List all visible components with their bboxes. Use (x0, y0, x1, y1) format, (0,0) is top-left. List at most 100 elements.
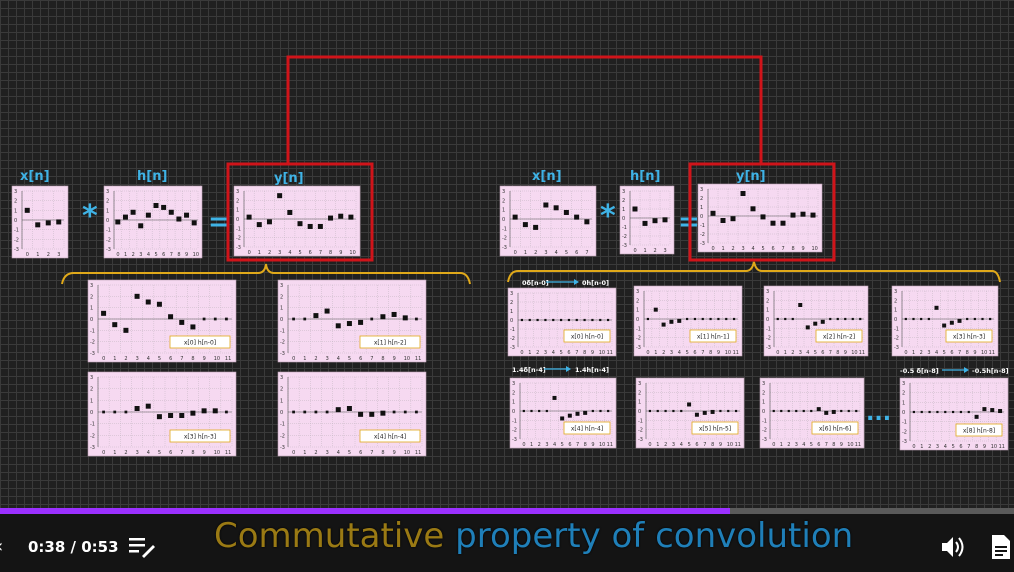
right-part-5-ytick: 3 (638, 381, 641, 387)
left-part-2-point (113, 410, 117, 414)
left-y-highlight (226, 162, 374, 262)
left-y-plot-xtick: 4 (288, 250, 291, 256)
left-part-0-xtick: 8 (191, 356, 194, 362)
right-part-1-xtick: 6 (693, 350, 696, 356)
left-part-1-xtick: 10 (404, 356, 410, 362)
left-part-2-ytick: -3 (90, 445, 95, 451)
left-y-plot-point (246, 214, 252, 220)
right-part-1-xtick: 3 (670, 350, 673, 356)
left-h-plot-point (145, 212, 151, 218)
right-part-1-point (693, 317, 697, 321)
right-part-7-point (944, 410, 947, 414)
left-part-0-xtick: 3 (136, 356, 139, 362)
left-part-2-point (156, 414, 162, 420)
red-connector (286, 55, 763, 163)
left-part-3-point (392, 410, 396, 414)
right-part-0-xtick: 7 (575, 350, 578, 356)
right-y-plot-point (760, 214, 766, 220)
right-part-6-xtick: 0 (772, 442, 775, 448)
right-part-5-ytick: 2 (638, 390, 641, 396)
left-part-3-xtick: 10 (404, 450, 410, 456)
right-part-0-ytick: 1 (510, 309, 513, 315)
right-part-2-point (836, 317, 839, 321)
left-part-3-xtick: 11 (415, 450, 421, 456)
right-part-3-point (920, 317, 923, 321)
right-part-2-ytick: 0 (766, 317, 769, 323)
right-part-6-ytick: -2 (762, 428, 767, 434)
right-part-4-xtick: 9 (591, 442, 594, 448)
left-part-0-point (145, 299, 151, 305)
left-part-0-ytick: -2 (90, 340, 95, 346)
left-part-3-point (403, 410, 407, 414)
left-h-plot-ytick: 0 (106, 218, 109, 224)
right-h-plot-xtick: 3 (664, 248, 667, 254)
right-h-plot-ytick: 3 (622, 189, 625, 195)
left-part-0-point (202, 317, 206, 321)
right-part-6-ytick: 2 (762, 390, 765, 396)
left-part-1-ytick: 0 (280, 317, 283, 323)
left-conv-sign: * (82, 199, 98, 234)
right-part-6-ytick: 1 (762, 400, 765, 406)
left-h-plot-xtick: 8 (177, 252, 180, 258)
left-part-0-xtick: 5 (158, 356, 161, 362)
left-part-1-xtick: 5 (348, 356, 351, 362)
right-part-5-xtick: 5 (688, 442, 691, 448)
right-part-7-xtick: 0 (912, 444, 915, 450)
right-part-0-point (583, 318, 586, 322)
right-part-7-point (982, 407, 987, 412)
right-part-1-point (661, 322, 666, 327)
right-y-plot-xtick: 8 (792, 246, 795, 252)
right-part-2-ytick: 2 (766, 298, 769, 304)
right-part-7-xtick: 6 (959, 444, 962, 450)
left-y-plot-bg (233, 185, 361, 257)
right-part-5-xtick: 3 (672, 442, 675, 448)
right-part-1-xtick: 8 (709, 350, 712, 356)
right-part-4-point (583, 410, 588, 415)
left-part-1-caption: x[1] h[n-2] (374, 340, 406, 347)
left-part-3-point (346, 406, 352, 411)
left-y-plot-point (328, 215, 334, 221)
transcript-icon[interactable] (128, 534, 156, 560)
left-h-plot-xtick: 5 (155, 252, 158, 258)
right-x-label: x[n] (532, 169, 562, 184)
note-delta-4: 1.4δ[n-4] (512, 366, 546, 374)
right-part-3-xtick: 1 (912, 350, 915, 356)
notes-icon[interactable] (990, 534, 1012, 560)
left-part-2-xtick: 3 (136, 450, 139, 456)
left-part-0-xtick: 2 (124, 356, 127, 362)
left-part-2-xtick: 6 (169, 450, 172, 456)
left-y-plot-xtick: 7 (319, 250, 322, 256)
right-part-2-point (805, 325, 810, 330)
note-h-0: 0h[n-0] (582, 279, 609, 287)
right-part-2-caption-box (815, 329, 863, 343)
right-part-6-point (795, 409, 798, 413)
right-part-1-point (669, 319, 674, 324)
right-h-label: h[n] (630, 169, 660, 184)
progress-bar[interactable] (0, 508, 1014, 514)
left-part-1-point (292, 317, 295, 321)
left-part-1-point (402, 315, 408, 321)
right-part-0-point (552, 318, 555, 322)
right-part-3-point (989, 317, 992, 321)
right-part-6-ytick: -3 (762, 437, 767, 443)
left-h-plot-xtick: 7 (170, 252, 173, 258)
right-part-3-point (904, 317, 907, 321)
volume-icon[interactable] (940, 534, 968, 560)
chevron-left-icon[interactable]: ‹ (0, 536, 3, 557)
note-arrowhead-4 (566, 366, 571, 372)
note-delta-0: 0δ[n-0] (522, 279, 549, 287)
right-part-3-xtick: 5 (943, 350, 946, 356)
right-part-1-ytick: 3 (636, 289, 639, 295)
right-part-1-xtick: 7 (701, 350, 704, 356)
right-part-6-xtick: 2 (787, 442, 790, 448)
left-h-plot-xtick: 6 (162, 252, 165, 258)
left-part-2-ytick: 2 (90, 387, 93, 393)
right-part-3-ytick: -1 (894, 326, 899, 332)
left-part-0-point (213, 317, 217, 321)
left-part-1-point (335, 323, 341, 329)
right-part-2-xtick: 8 (836, 350, 839, 356)
